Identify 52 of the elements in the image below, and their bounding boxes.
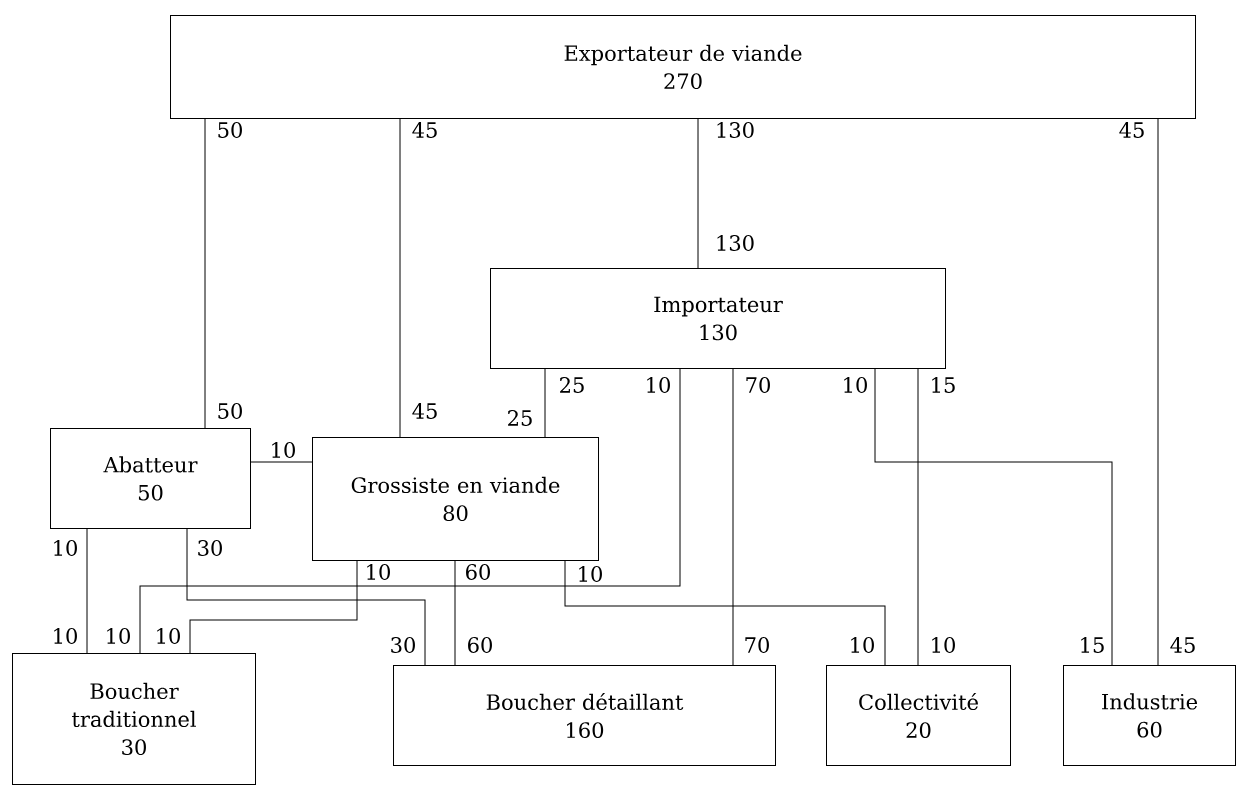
quantity-label: 25 <box>508 410 532 426</box>
connector-line <box>399 118 401 438</box>
edge-label: 15 <box>932 377 955 393</box>
connector-line <box>186 528 426 666</box>
process-box: Grossiste en viande 80 <box>312 437 599 561</box>
edge-label: 30 <box>198 540 222 556</box>
edge-label: 10 <box>647 377 670 393</box>
connector-line <box>250 461 313 463</box>
quantity-label: 10 <box>157 628 180 644</box>
connector-line <box>544 368 546 438</box>
quantity-label: 10 <box>54 628 77 644</box>
connector-line <box>204 118 206 429</box>
quantity-label: 45 <box>412 403 437 419</box>
edge-label: 130 <box>717 122 754 138</box>
connector-line <box>732 368 734 666</box>
edge-label: 45 <box>1119 122 1144 138</box>
process-box: Industrie 60 <box>1063 665 1236 766</box>
process-box: Boucher traditionnel 30 <box>12 653 256 785</box>
connector-line <box>917 368 919 666</box>
quantity-label: 45 <box>1170 637 1195 653</box>
process-box: Abatteur 50 <box>50 428 251 529</box>
quantity-label: 70 <box>745 637 769 653</box>
connector-line <box>874 368 1113 666</box>
edge-label: 25 <box>560 377 584 393</box>
quantity-label: 60 <box>468 637 492 653</box>
process-box: Exportateur de viande 270 <box>170 15 1196 119</box>
edge-label: 60 <box>466 564 490 580</box>
connector-line <box>189 560 358 654</box>
quantity-label: 130 <box>717 235 754 251</box>
connector-line <box>697 118 699 269</box>
connector-line <box>564 560 886 666</box>
connector-line <box>1157 118 1159 666</box>
quantity-label: 10 <box>107 628 130 644</box>
quantity-label: 50 <box>218 403 242 419</box>
process-box: Collectivité 20 <box>826 665 1011 766</box>
quantity-label: 10 <box>851 637 874 653</box>
edge-label: 10 <box>844 377 867 393</box>
edge-label: 10 <box>367 564 390 580</box>
quantity-label: 15 <box>1081 637 1104 653</box>
process-box: Boucher détaillant 160 <box>393 665 776 766</box>
edge-label: 70 <box>746 377 770 393</box>
connector-line <box>139 368 681 654</box>
quantity-label: 30 <box>391 637 415 653</box>
quantity-label: 10 <box>932 637 955 653</box>
connector-line <box>454 560 456 666</box>
process-box: Importateur 130 <box>490 268 946 369</box>
connector-line <box>86 528 88 654</box>
edge-label: 10 <box>272 442 295 458</box>
edge-label: 10 <box>579 566 602 582</box>
edge-label: 10 <box>54 540 77 556</box>
edge-label: 45 <box>412 122 437 138</box>
edge-label: 50 <box>218 122 242 138</box>
